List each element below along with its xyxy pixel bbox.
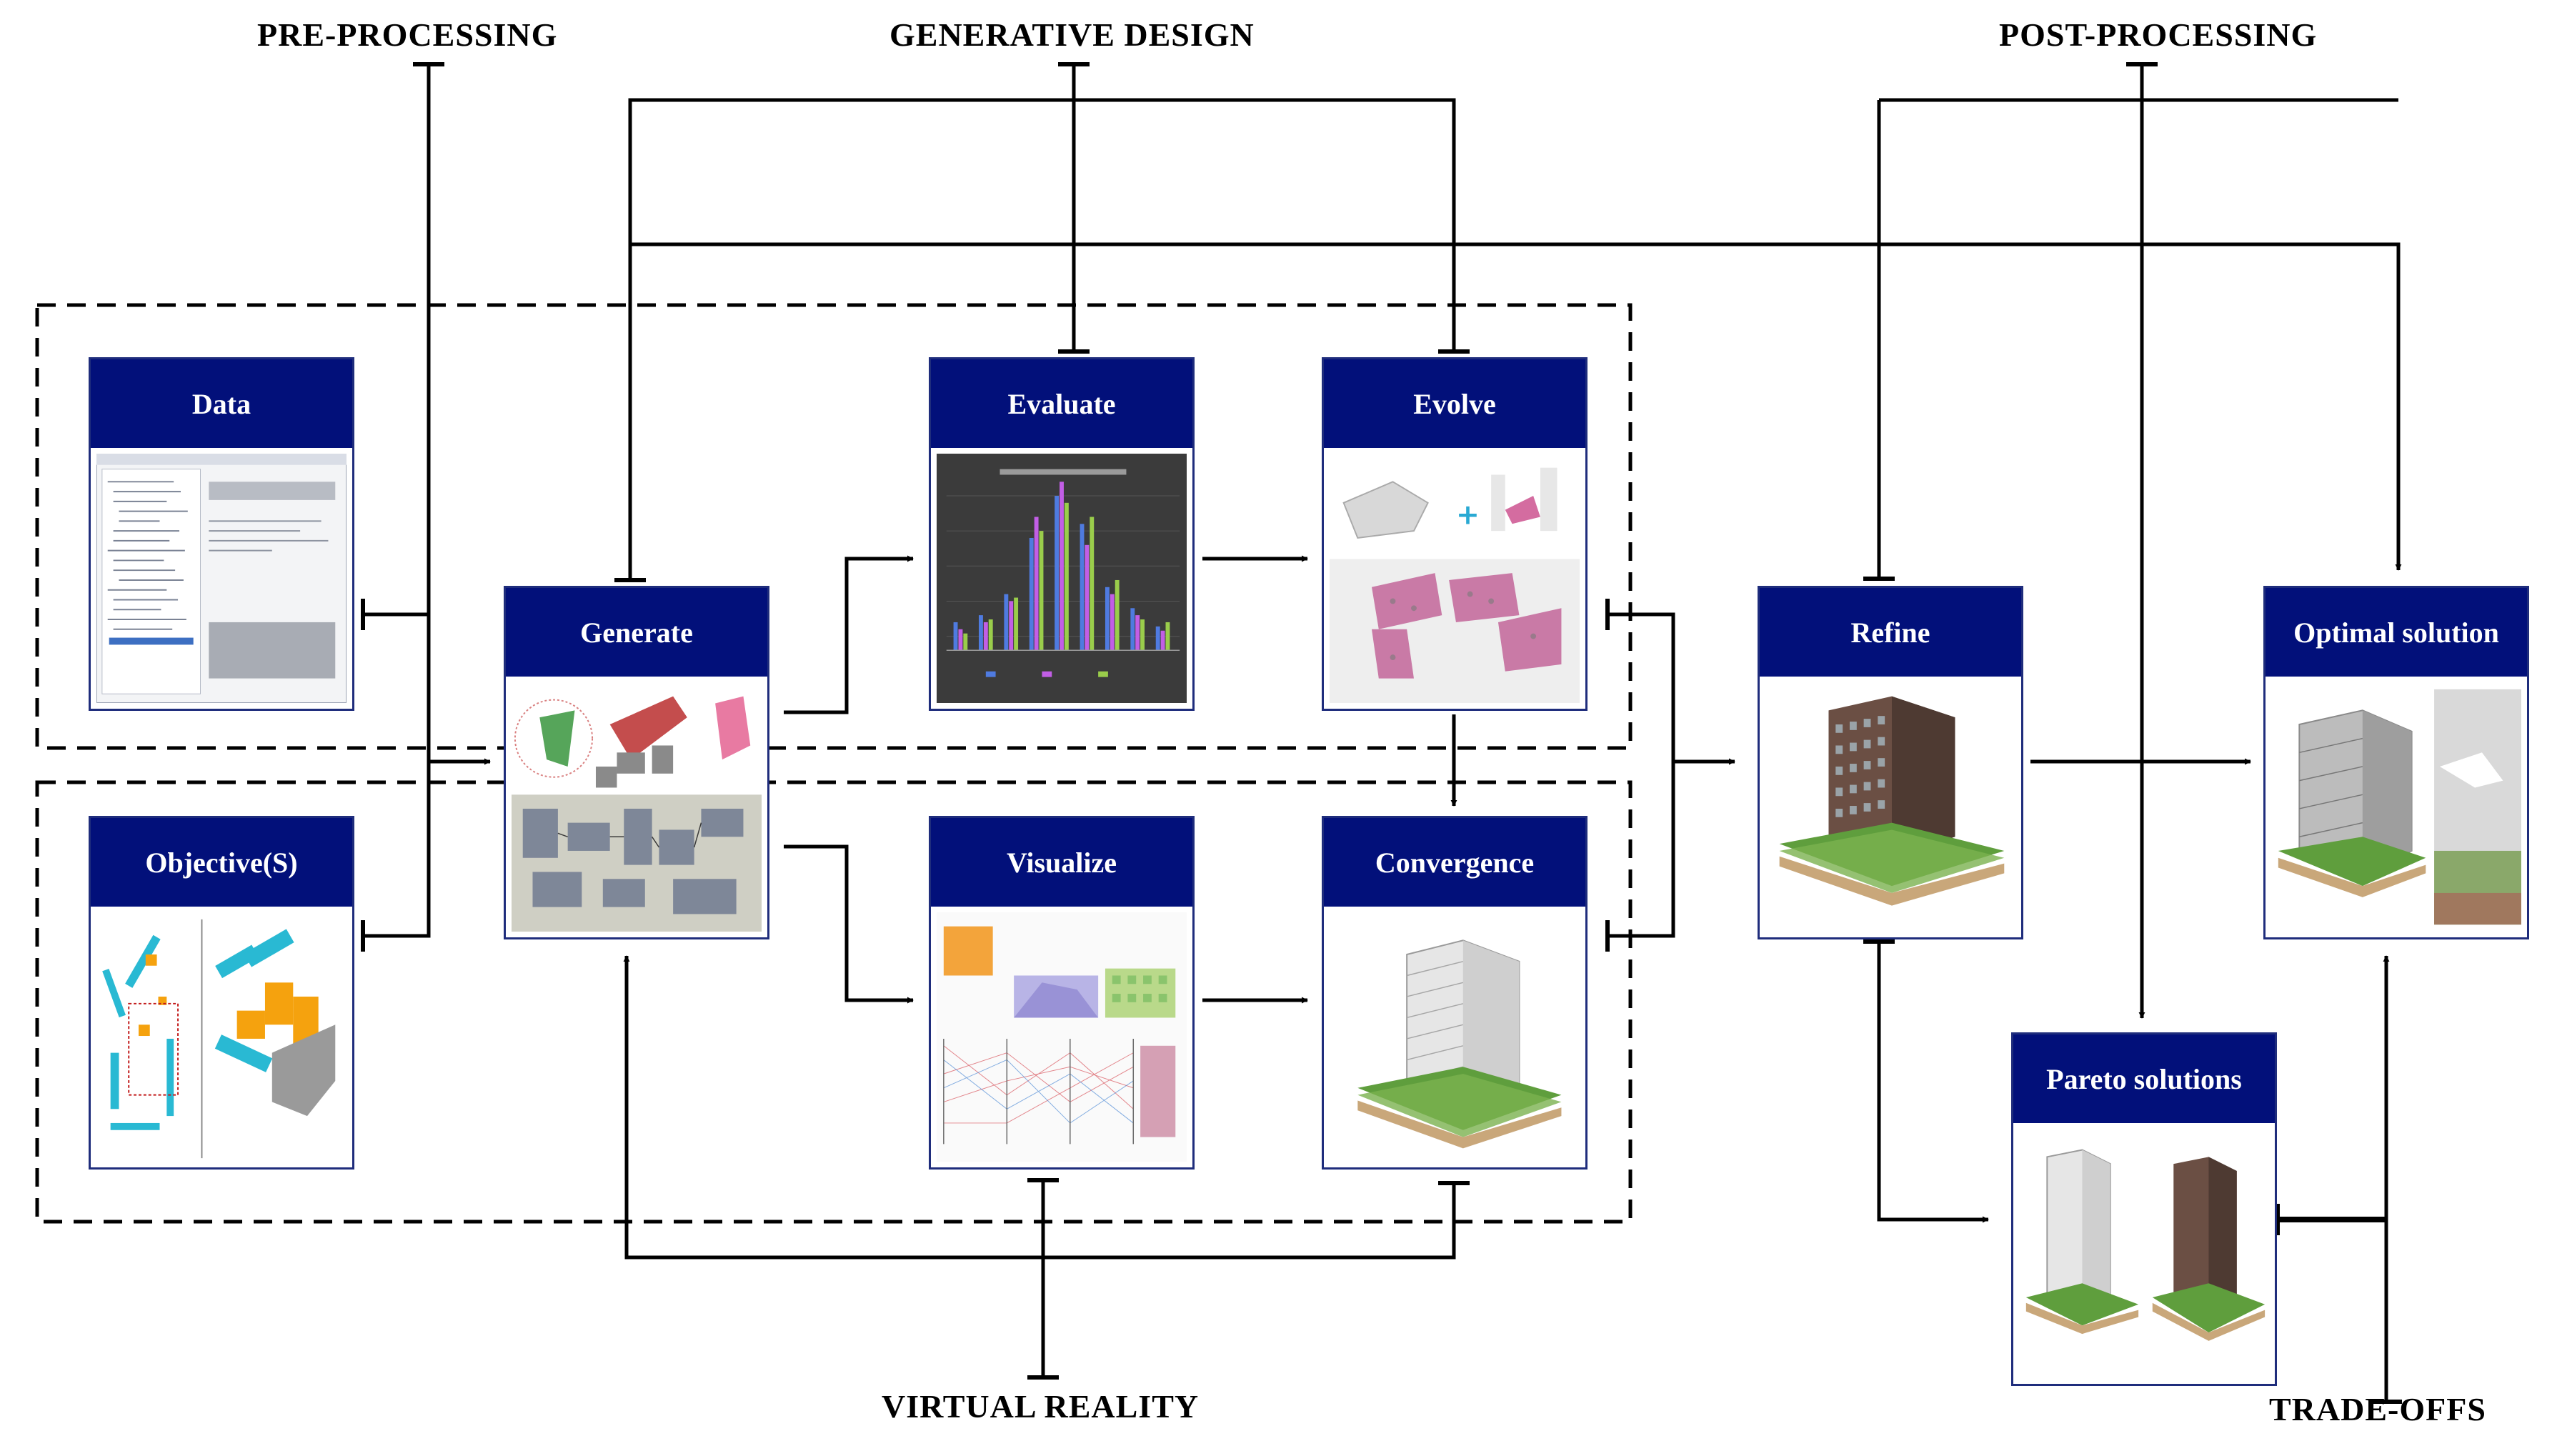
generate-node-title: Generate	[506, 588, 767, 677]
trade-offs-label: TRADE-OFFS	[2269, 1391, 2486, 1427]
pareto-solutions-node: Pareto solutions	[2011, 1032, 2277, 1386]
post-processing-label: POST-PROCESSING	[1999, 16, 2318, 53]
convergence-node-title: Convergence	[1324, 818, 1585, 907]
svg-text:+: +	[1456, 499, 1480, 531]
objectives-node-title: Objective(S)	[91, 818, 352, 907]
visualize-node: Visualize	[929, 816, 1195, 1170]
grey-tower-render	[2271, 682, 2521, 932]
white-tower-render	[1330, 912, 1580, 1162]
evaluate-node: Evaluate	[929, 357, 1195, 711]
data-node-title: Data	[91, 359, 352, 448]
visualize-node-title: Visualize	[931, 818, 1192, 907]
optimal-solution-node-title: Optimal solution	[2266, 588, 2527, 677]
generate-node: Generate	[504, 586, 769, 939]
dark-tower-render	[1765, 682, 2015, 932]
evolved-massing-thumbnail: + =	[1330, 454, 1580, 703]
software-window-screenshot	[96, 454, 347, 703]
massing-objectives-icon	[96, 912, 347, 1162]
pre-processing-line	[363, 64, 431, 938]
optimal-solution-node: Optimal solution	[2263, 586, 2529, 939]
virtual-reality-label: VIRTUAL REALITY	[882, 1388, 1200, 1425]
evolve-node-title: Evolve	[1324, 359, 1585, 448]
generative-design-label: GENERATIVE DESIGN	[889, 16, 1255, 53]
pre-processing-label: PRE-PROCESSING	[257, 16, 558, 53]
parametric-graph-thumbnail	[512, 682, 762, 932]
data-node: Data	[89, 357, 354, 711]
group-box-lower	[35, 780, 1633, 1224]
pareto-solutions-node-title: Pareto solutions	[2013, 1034, 2275, 1123]
dashboard-thumbnail	[937, 912, 1187, 1162]
refine-node-title: Refine	[1760, 588, 2021, 677]
evaluate-node-title: Evaluate	[931, 359, 1192, 448]
evolve-node: Evolve + =	[1322, 357, 1587, 711]
two-towers-render	[2019, 1129, 2269, 1378]
bar-chart-thumbnail	[937, 454, 1187, 703]
group-box-upper	[35, 303, 1633, 750]
refine-node: Refine	[1758, 586, 2023, 939]
convergence-node: Convergence	[1322, 816, 1587, 1170]
objectives-node: Objective(S)	[89, 816, 354, 1170]
